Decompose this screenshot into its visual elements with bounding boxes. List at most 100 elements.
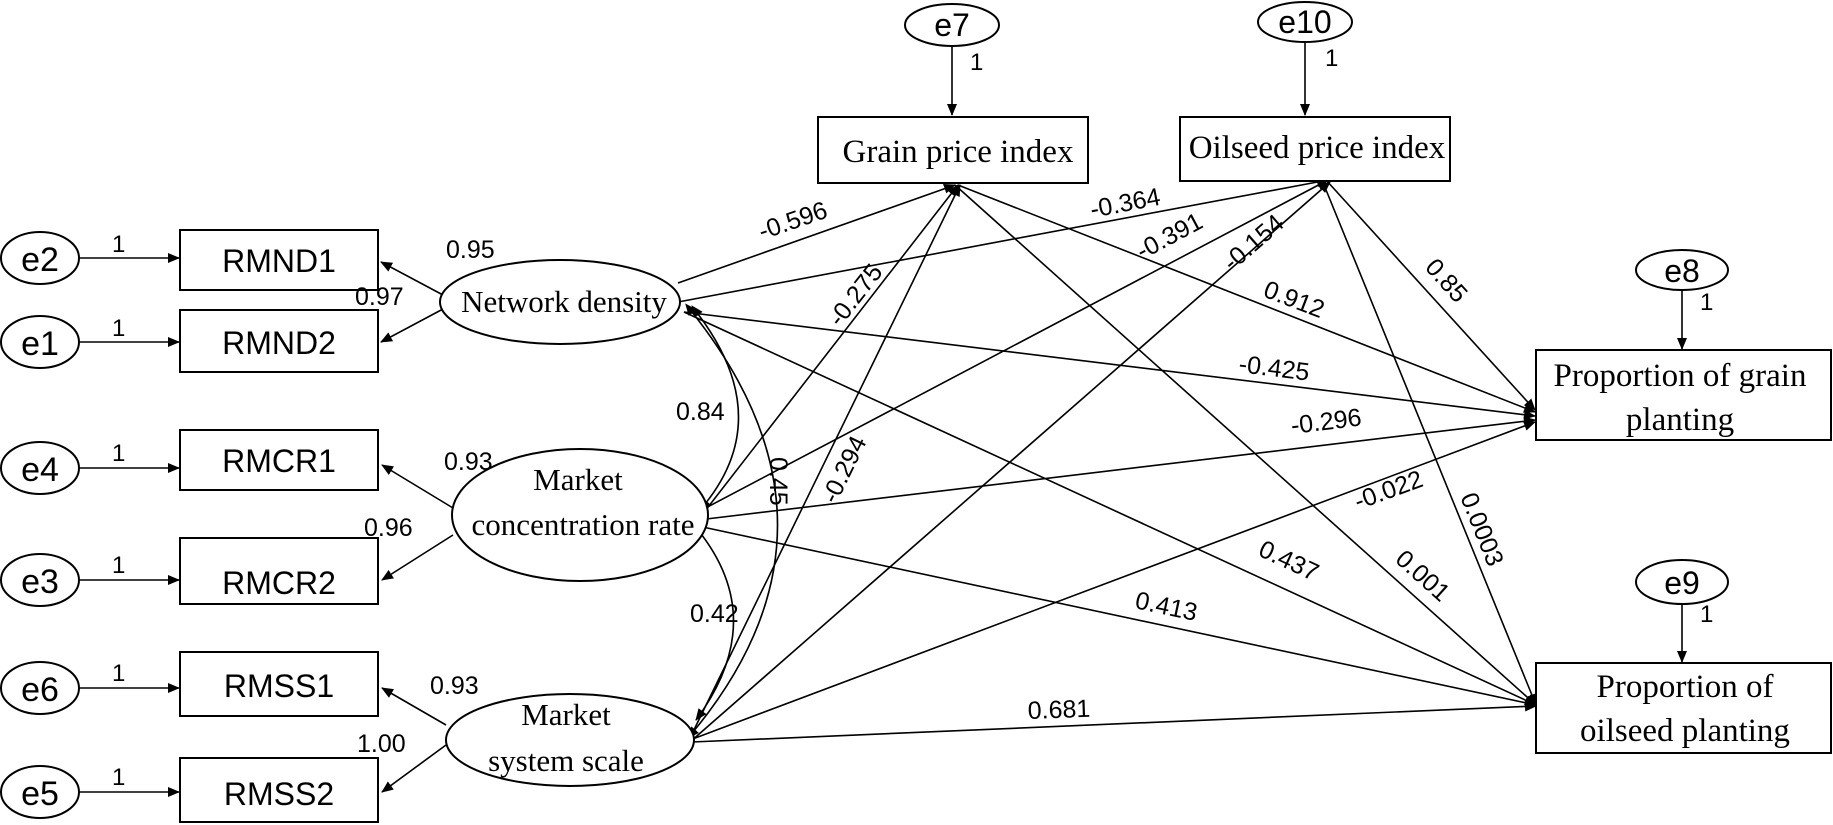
box-rmcr2-label: RMCR2 (222, 565, 336, 601)
outcome-boxes: Grain price index Oilseed price index Pr… (817, 116, 1832, 754)
error-e9: e9 (1635, 559, 1729, 605)
path-mss-propgrain: -0.022 (1350, 465, 1426, 516)
edge-nd-propoil (683, 311, 1537, 706)
loading-rmnd1: 0.95 (446, 236, 495, 264)
box-oilseed-price-index: Oilseed price index (1179, 116, 1451, 182)
path-nd-grain: -0.596 (755, 196, 831, 246)
box-rmnd2: RMND2 (179, 309, 379, 373)
weight-e6: 1 (112, 660, 125, 687)
box-grain-price-index: Grain price index (817, 116, 1089, 184)
edge-mss-propgrain (689, 421, 1536, 741)
box-prop-grain-line2: planting (1626, 402, 1734, 438)
edge-nd-grain (677, 183, 956, 284)
error-e10: e10 (1257, 1, 1353, 43)
error-e5-label: e5 (21, 775, 59, 813)
error-e10-label: e10 (1278, 4, 1331, 40)
error-e2: e2 (0, 231, 80, 285)
cov-nd-mss: 0.45 (764, 457, 792, 506)
edge-mcr-rmcr1 (381, 464, 454, 509)
error-e4-label: e4 (21, 451, 59, 489)
error-e6: e6 (0, 661, 80, 715)
error-e5: e5 (0, 765, 80, 819)
error-e7-label: e7 (934, 7, 970, 43)
edge-nd-propgrain (683, 311, 1536, 420)
edge-mcr-rmcr2 (381, 534, 454, 581)
box-rmss1-label: RMSS1 (224, 668, 334, 704)
weight-e3: 1 (112, 552, 125, 579)
latent-network-density-label: Network density (461, 284, 667, 319)
path-mcr-propgrain: -0.296 (1289, 404, 1363, 440)
loading-rmnd2: 0.97 (355, 283, 404, 311)
path-mcr-oilseed: -0.391 (1132, 207, 1208, 265)
weight-e9: 1 (1700, 601, 1713, 628)
loading-rmcr2: 0.96 (364, 514, 413, 542)
edge-nd-rmnd1 (380, 261, 444, 296)
edge-oilseed-propgrain (1325, 179, 1536, 411)
box-prop-grain-line1: Proportion of grain (1554, 358, 1807, 394)
latent-mcr-line2: concentration rate (472, 507, 695, 542)
box-rmss1: RMSS1 (179, 651, 379, 717)
indicator-boxes: RMND1 RMND2 RMCR1 RMCR2 RMSS1 RMSS2 (179, 229, 379, 823)
error-e3: e3 (0, 553, 80, 607)
latent-market-system-scale: Market system scale (445, 693, 695, 787)
edge-mss-rmss2 (381, 744, 447, 793)
edge-mss-rmss1 (381, 687, 447, 726)
correlation-labels: 0.84 0.45 0.42 (676, 398, 792, 628)
edge-nd-rmnd2 (380, 308, 444, 343)
edge-mcr-propgrain (697, 416, 1536, 521)
box-rmnd2-label: RMND2 (222, 325, 336, 361)
latent-mss-line1: Market (521, 697, 611, 732)
edge-grain-propgrain (957, 184, 1536, 413)
weight-e7: 1 (970, 49, 983, 76)
edge-oilseed-propoil (1321, 179, 1537, 706)
error-e3-label: e3 (21, 563, 59, 601)
edge-grain-propoil (954, 184, 1537, 706)
edge-mss-grain (689, 184, 961, 739)
path-labels: -0.596 -0.364 -0.275 -0.294 -0.391 -0.15… (755, 183, 1509, 725)
box-rmnd1: RMND1 (179, 229, 379, 291)
error-e6-label: e6 (21, 671, 59, 709)
box-rmss2: RMSS2 (179, 757, 379, 823)
weight-e5: 1 (112, 764, 125, 791)
cov-nd-mcr: 0.84 (676, 398, 725, 426)
error-e1: e1 (0, 315, 80, 369)
box-rmnd1-label: RMND1 (222, 243, 336, 279)
box-proportion-grain: Proportion of grain planting (1535, 349, 1832, 441)
box-rmcr1: RMCR1 (179, 429, 379, 491)
loading-rmss1: 0.93 (430, 672, 479, 700)
latent-variables: Network density Market concentration rat… (439, 259, 709, 787)
error-e1-label: e1 (21, 325, 59, 363)
loading-rmcr1: 0.93 (444, 448, 493, 476)
error-terms: e2 e1 e4 e3 e6 e5 e7 e10 (0, 1, 1729, 819)
error-e8-label: e8 (1664, 253, 1700, 289)
box-rmcr2: RMCR2 (179, 537, 379, 605)
box-oilseed-price-label: Oilseed price index (1189, 130, 1446, 166)
edge-cov-nd-mcr (691, 305, 740, 511)
error-e9-label: e9 (1664, 565, 1700, 601)
edge-mss-propoil (691, 701, 1537, 743)
edge-cov-nd-mss (685, 303, 779, 739)
weight-e1: 1 (112, 315, 125, 342)
path-mss-grain: -0.294 (816, 432, 872, 508)
loading-rmss2: 1.00 (357, 730, 406, 758)
latent-mcr-line1: Market (533, 462, 623, 497)
error-weights: 1 1 1 1 1 1 1 1 1 1 (112, 45, 1713, 791)
weight-e10: 1 (1325, 45, 1338, 72)
path-mss-propoil: 0.681 (1027, 695, 1091, 725)
weight-e2: 1 (112, 231, 125, 258)
path-mcr-grain: -0.275 (823, 259, 889, 332)
box-rmcr1-label: RMCR1 (222, 443, 336, 479)
weight-e4: 1 (112, 440, 125, 467)
box-prop-oil-line2: oilseed planting (1580, 713, 1790, 749)
edges (80, 42, 1687, 797)
error-e2-label: e2 (21, 241, 59, 279)
box-rmss2-label: RMSS2 (224, 776, 334, 812)
edge-nd-oilseed (677, 177, 1329, 303)
weight-e8: 1 (1700, 289, 1713, 316)
loading-labels: 0.95 0.97 0.93 0.96 0.93 1.00 (355, 236, 495, 758)
error-e7: e7 (904, 3, 1000, 47)
box-grain-price-label: Grain price index (843, 134, 1074, 170)
box-proportion-oilseed: Proportion of oilseed planting (1535, 662, 1832, 754)
edge-mcr-grain (697, 184, 959, 521)
